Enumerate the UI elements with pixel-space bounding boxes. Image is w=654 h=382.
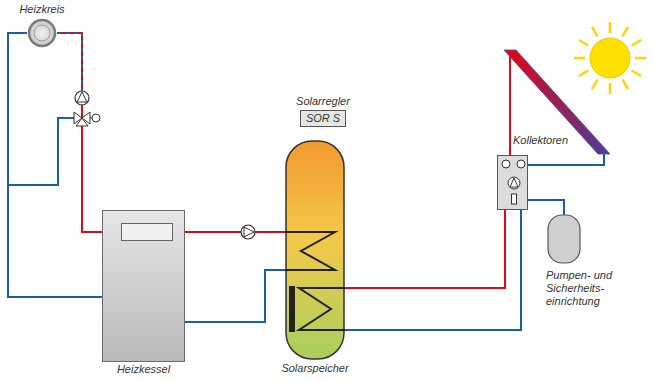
pump-triangle xyxy=(77,92,87,102)
box-label: SOR S xyxy=(306,112,340,125)
thermometer xyxy=(502,160,510,168)
sun-ray xyxy=(632,40,642,46)
collector-panel: Kollektoren xyxy=(502,50,612,154)
sun-ray xyxy=(609,83,612,94)
pump-symbol xyxy=(241,225,255,239)
part-label: Heizkessel xyxy=(117,363,170,376)
boiler-box: Heizkessel xyxy=(102,210,185,362)
tank-body xyxy=(286,141,344,359)
sun-ray xyxy=(592,27,598,37)
pump-triangle xyxy=(510,178,518,187)
sun-ray xyxy=(579,71,589,77)
sun-ray xyxy=(592,80,598,90)
pipe-connector xyxy=(8,33,102,297)
part-label: Heizkreis xyxy=(19,3,64,16)
pipe-connector xyxy=(528,153,604,165)
sun-symbol xyxy=(574,22,646,94)
circle-outline xyxy=(27,18,57,48)
pipe-connector xyxy=(509,50,511,155)
pump-triangle xyxy=(244,227,254,237)
valve-triangle xyxy=(76,118,88,126)
radiator-ring xyxy=(29,20,55,46)
flow-meter xyxy=(512,194,517,204)
part-label: Pumpen- und Sicherheits- einrichtung xyxy=(546,269,618,308)
part-label: Solarspeicher xyxy=(281,362,348,375)
tank-outline xyxy=(285,140,345,360)
pipe-connector xyxy=(345,210,505,288)
pipe-connector xyxy=(185,270,285,322)
heat-exchanger-coil xyxy=(285,232,335,270)
boiler-display xyxy=(121,223,173,241)
pipe-connector xyxy=(57,33,102,232)
sun-ray xyxy=(635,57,646,60)
thermometer xyxy=(517,160,525,168)
storage-tank: Solarspeicher xyxy=(285,140,345,360)
radiator-inner xyxy=(34,25,50,41)
sun-ray xyxy=(623,27,629,37)
heating-circuit: Heizkreis xyxy=(27,18,57,48)
sun-ray xyxy=(574,57,585,60)
collector-bar xyxy=(504,50,610,154)
station-parts xyxy=(498,156,529,211)
mixing-valve xyxy=(74,112,100,126)
pump-symbol xyxy=(75,91,89,105)
vessel-pipe xyxy=(528,200,564,215)
solar-coil xyxy=(299,288,345,330)
pump-circle xyxy=(75,91,89,105)
sun-rays xyxy=(574,22,646,94)
pump-station: Pumpen- und Sicherheits- einrichtung xyxy=(497,155,528,210)
sun-ray xyxy=(632,71,642,77)
pipe-connector xyxy=(345,210,521,330)
pipe-connector xyxy=(185,231,285,233)
controller-box: SolarreglerSOR S xyxy=(300,110,346,127)
expansion-vessel xyxy=(548,215,580,263)
part-label: Kollektoren xyxy=(513,134,568,147)
sun-ray xyxy=(579,40,589,46)
valve-actuator xyxy=(92,114,100,122)
pump-circle xyxy=(241,225,255,239)
part-label: Solarregler xyxy=(296,95,350,108)
mixed-water-dash xyxy=(58,33,82,92)
sensor-bar xyxy=(289,286,295,332)
bypass-pipe xyxy=(8,118,74,185)
sun-ray xyxy=(609,22,612,33)
sun-disc xyxy=(590,38,630,78)
pump-circle xyxy=(508,177,520,189)
sun-ray xyxy=(623,80,629,90)
